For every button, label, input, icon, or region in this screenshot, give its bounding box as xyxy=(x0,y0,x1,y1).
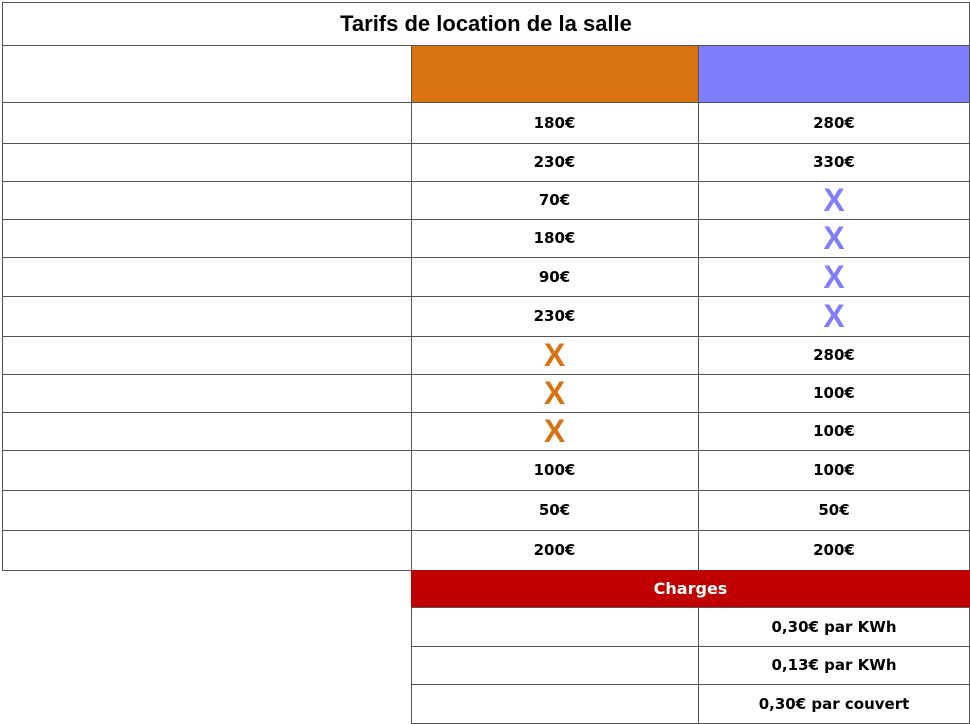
price-cell-orange: X xyxy=(411,336,698,374)
charge-value: 0,30€ par couvert xyxy=(758,694,910,713)
row-divider xyxy=(411,684,970,685)
price-cell-blue: 100€ xyxy=(698,450,970,490)
column-header-orange xyxy=(411,45,698,102)
row-label-cell xyxy=(2,412,411,450)
row-divider xyxy=(2,336,970,337)
row-label-cell xyxy=(2,374,411,412)
price-cell-blue: 280€ xyxy=(698,102,970,143)
price-cell-orange: 100€ xyxy=(411,450,698,490)
row-divider xyxy=(411,607,970,608)
row-label-cell xyxy=(2,102,411,143)
row-divider xyxy=(2,450,970,451)
price-value: 230€ xyxy=(533,153,576,171)
price-cell-orange: 230€ xyxy=(411,143,698,181)
row-divider xyxy=(2,490,970,491)
price-cell-orange: 70€ xyxy=(411,181,698,219)
row-divider xyxy=(2,530,970,531)
price-cell-orange: X xyxy=(411,412,698,450)
charges-value-cell: 0,30€ par couvert xyxy=(698,684,970,723)
charge-value: 0,30€ par KWh xyxy=(771,617,897,636)
price-value: 180€ xyxy=(533,113,576,132)
charges-value-cell: 0,13€ par KWh xyxy=(698,646,970,684)
row-divider xyxy=(2,181,970,182)
price-cell-orange: 50€ xyxy=(411,490,698,530)
row-label-cell xyxy=(2,181,411,219)
column-divider xyxy=(698,607,699,723)
price-cell-blue: 100€ xyxy=(698,374,970,412)
price-cell-blue: 280€ xyxy=(698,336,970,374)
row-divider xyxy=(411,646,970,647)
price-value: 50€ xyxy=(538,501,571,519)
unavailable-mark: X xyxy=(823,258,845,295)
row-divider xyxy=(2,257,970,258)
charges-label-cell xyxy=(411,684,698,723)
column-divider xyxy=(2,45,3,571)
price-cell-orange: 200€ xyxy=(411,530,698,570)
price-value: 180€ xyxy=(533,229,576,247)
price-cell-blue: 100€ xyxy=(698,412,970,450)
price-cell-blue: X xyxy=(698,296,970,336)
unavailable-mark: X xyxy=(543,337,566,373)
column-header-blue xyxy=(698,45,970,102)
price-value: 90€ xyxy=(538,267,571,286)
column-header-label xyxy=(2,45,411,102)
unavailable-mark: X xyxy=(543,375,566,411)
price-value: 230€ xyxy=(533,307,576,325)
charge-value: 0,13€ par KWh xyxy=(771,656,897,674)
row-label-cell xyxy=(2,296,411,336)
price-value: 280€ xyxy=(813,346,855,364)
row-label-cell xyxy=(2,490,411,530)
price-value: 50€ xyxy=(818,501,850,519)
price-cell-blue: 50€ xyxy=(698,490,970,530)
unavailable-mark: X xyxy=(823,182,845,218)
column-divider xyxy=(411,607,412,723)
charges-header: Charges xyxy=(411,570,970,607)
price-cell-blue: X xyxy=(698,257,970,296)
row-label-cell xyxy=(2,257,411,296)
charges-value-cell: 0,30€ par KWh xyxy=(698,607,970,646)
price-cell-orange: 180€ xyxy=(411,102,698,143)
price-cell-blue: X xyxy=(698,181,970,219)
price-cell-blue: 200€ xyxy=(698,530,970,570)
price-value: 100€ xyxy=(533,461,576,479)
row-label-cell xyxy=(2,530,411,570)
row-divider xyxy=(2,219,970,220)
unavailable-mark: X xyxy=(823,298,845,334)
price-cell-orange: X xyxy=(411,374,698,412)
row-label-cell xyxy=(2,219,411,257)
column-divider xyxy=(698,45,699,571)
price-value: 280€ xyxy=(813,113,855,132)
price-value: 100€ xyxy=(813,384,855,402)
row-divider xyxy=(2,102,970,103)
price-cell-blue: 330€ xyxy=(698,143,970,181)
price-cell-orange: 180€ xyxy=(411,219,698,257)
price-value: 100€ xyxy=(813,422,855,440)
price-cell-blue: X xyxy=(698,219,970,257)
row-divider xyxy=(2,45,970,46)
price-value: 200€ xyxy=(813,541,855,559)
unavailable-mark: X xyxy=(823,220,845,256)
row-divider xyxy=(2,143,970,144)
price-cell-orange: 230€ xyxy=(411,296,698,336)
price-value: 330€ xyxy=(813,153,855,171)
price-value: 70€ xyxy=(538,191,571,209)
column-divider xyxy=(411,45,412,571)
row-divider xyxy=(2,374,970,375)
price-cell-orange: 90€ xyxy=(411,257,698,296)
page-title: Tarifs de location de la salle xyxy=(2,2,970,46)
price-value: 100€ xyxy=(813,461,855,479)
unavailable-mark: X xyxy=(543,413,566,449)
charges-label-cell xyxy=(411,607,698,646)
row-label-cell xyxy=(2,336,411,374)
row-label-cell xyxy=(2,143,411,181)
row-divider xyxy=(2,296,970,297)
row-divider xyxy=(2,412,970,413)
price-value: 200€ xyxy=(533,541,576,559)
row-label-cell xyxy=(2,450,411,490)
charges-label-cell xyxy=(411,646,698,684)
